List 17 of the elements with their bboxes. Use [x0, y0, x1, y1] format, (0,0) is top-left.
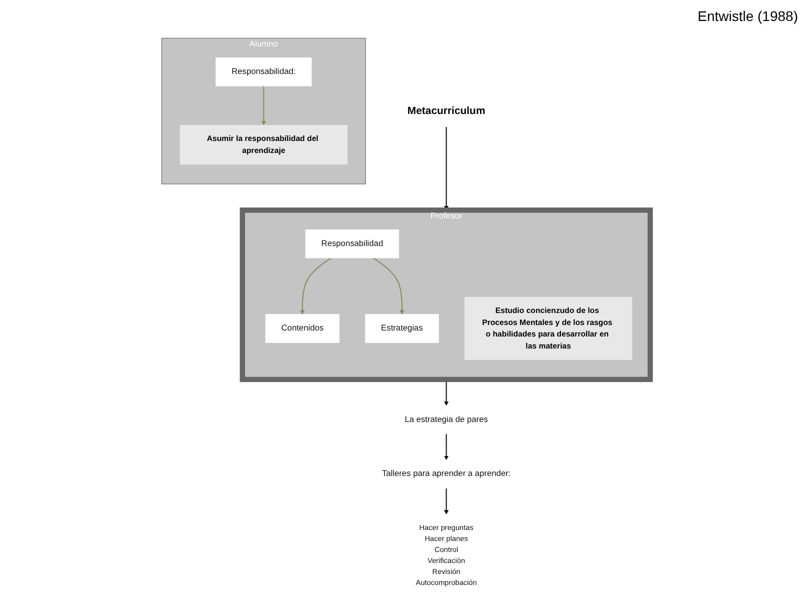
- node-box: [365, 314, 439, 343]
- arrow: [444, 488, 449, 514]
- cluster: [162, 38, 366, 184]
- citation-note: Entwistle (1988): [698, 8, 798, 24]
- node-text: Talleres para aprender a aprender:: [382, 469, 511, 478]
- node-box: [180, 124, 348, 165]
- node-text: La estrategia de pares: [404, 414, 488, 424]
- node-box: [216, 58, 312, 86]
- arrow: [444, 434, 449, 460]
- node-box: [464, 296, 632, 360]
- arrow: [372, 258, 404, 315]
- cluster: [240, 208, 653, 382]
- arrow: [300, 258, 332, 315]
- node-box: [305, 229, 400, 258]
- node-box: [265, 314, 340, 343]
- arrow: [261, 86, 266, 126]
- node-text: Metacurriculum: [407, 105, 486, 117]
